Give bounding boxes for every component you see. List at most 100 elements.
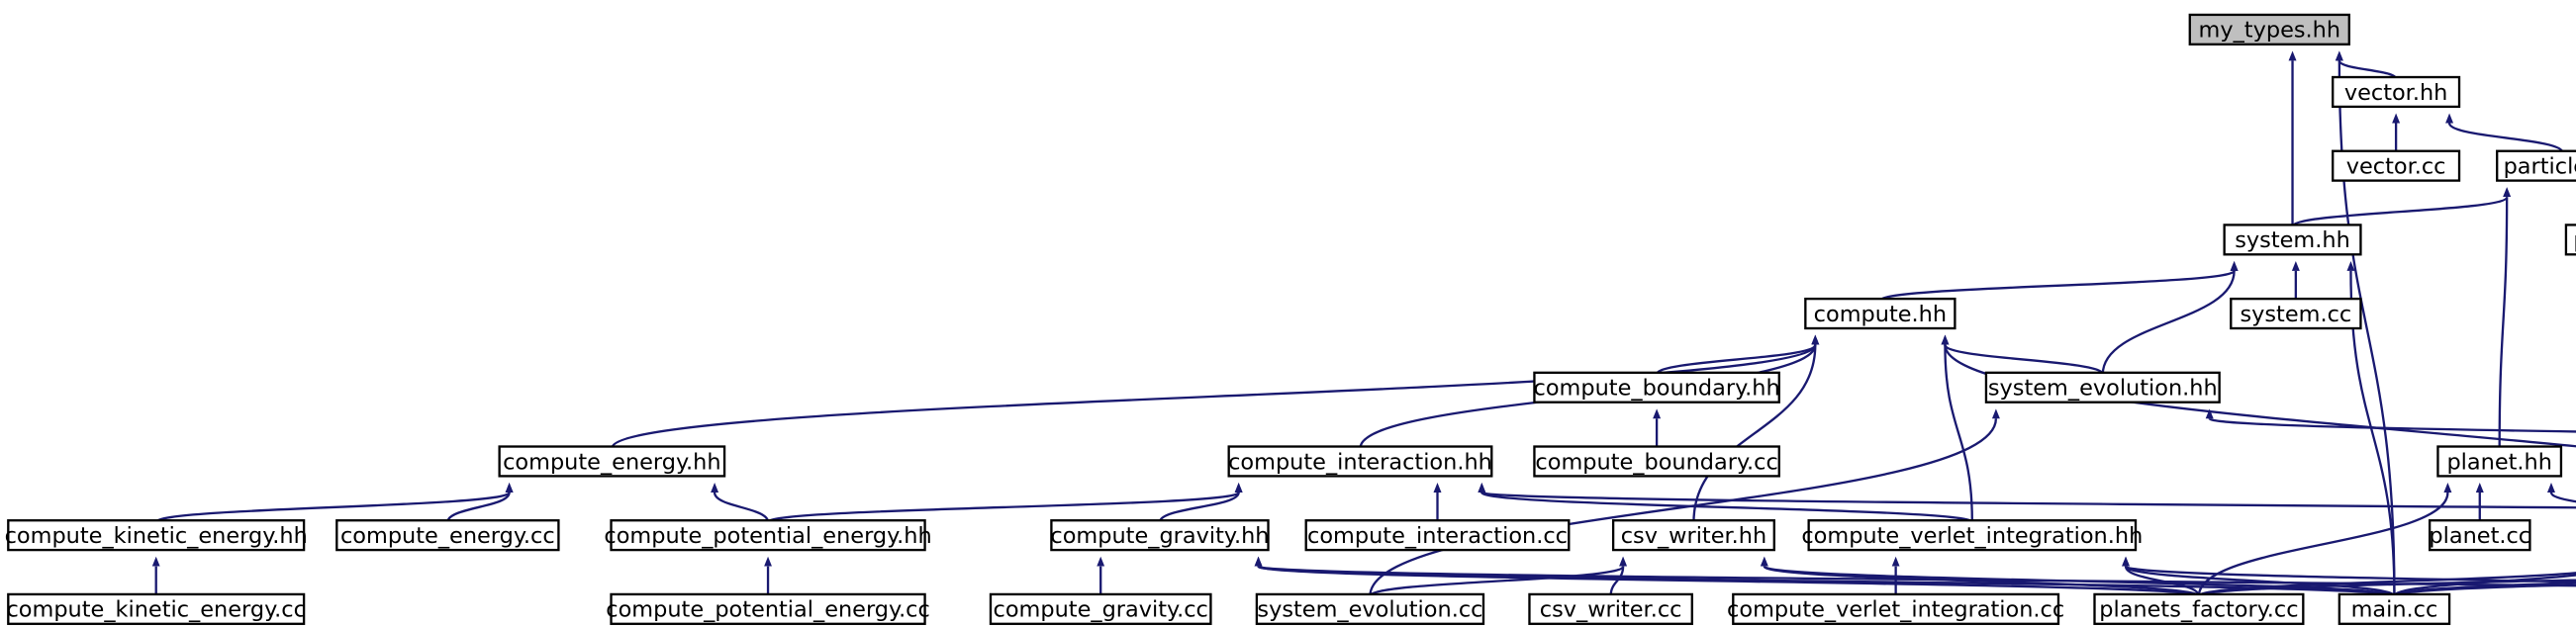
node-box (2093, 592, 2305, 625)
node-box (2428, 519, 2531, 552)
node-label: compute_verlet_integration.cc (1727, 597, 2064, 623)
node-vector-cc[interactable]: vector.cc (2332, 149, 2461, 182)
node-label: system.cc (2240, 302, 2351, 327)
node-box (1050, 519, 1270, 552)
node-label: compute_potential_energy.cc (606, 597, 930, 623)
node-box (2564, 224, 2576, 256)
edge-system_evolution_cc-to-system_evolution_hh (1369, 408, 2000, 596)
node-label: particle.cc (2573, 227, 2576, 253)
edge-planets_factory_cc-to-compute_verlet_integration_hh (2122, 556, 2201, 597)
edge-planets_factory_hh-to-planet_hh (2546, 483, 2576, 503)
node-label: csv_writer.hh (1621, 523, 1766, 549)
node-compute-interaction-hh[interactable]: compute_interaction.hh (1227, 445, 1493, 478)
node-box (1984, 371, 2221, 404)
node-box (2230, 297, 2362, 330)
node-box (2337, 592, 2451, 625)
node-label: compute_boundary.cc (1535, 449, 1777, 475)
node-box (7, 592, 306, 625)
node-compute-gravity-cc[interactable]: compute_gravity.cc (989, 592, 1212, 625)
node-compute-potential-energy-cc[interactable]: compute_potential_energy.cc (606, 592, 930, 625)
node-compute-interaction-cc[interactable]: compute_interaction.cc (1304, 519, 1571, 552)
node-my-types-hh[interactable]: my_types.hh (2188, 13, 2350, 45)
node-label: system.hh (2235, 227, 2350, 253)
edge-planet_hh-to-particle_hh (2498, 187, 2512, 449)
node-system-evolution-hh[interactable]: system_evolution.hh (1984, 371, 2221, 404)
edge-main_cc-to-compute_verlet_integration_hh (2122, 556, 2396, 597)
node-box (1533, 371, 1780, 404)
node-planet-hh[interactable]: planet.hh (2436, 445, 2563, 478)
node-csv-writer-cc[interactable]: csv_writer.cc (1528, 592, 1693, 625)
node-box (1611, 519, 1775, 552)
node-label: compute_gravity.hh (1050, 523, 1269, 549)
node-box (1304, 519, 1571, 552)
node-compute-boundary-cc[interactable]: compute_boundary.cc (1533, 445, 1780, 478)
node-box (2188, 13, 2350, 45)
node-compute-boundary-hh[interactable]: compute_boundary.hh (1533, 371, 1780, 404)
node-particle-hh[interactable]: particle.hh (2496, 149, 2576, 182)
node-planet-cc[interactable]: planet.cc (2428, 519, 2531, 552)
node-box (498, 445, 726, 478)
node-compute-verlet-integration-cc[interactable]: compute_verlet_integration.cc (1727, 592, 2064, 625)
node-box (610, 519, 926, 552)
node-box (2332, 149, 2461, 182)
node-label: main.cc (2351, 597, 2438, 623)
node-system-evolution-cc[interactable]: system_evolution.cc (1255, 592, 1485, 625)
edge-compute_boundary_hh-to-compute_hh (1655, 334, 1820, 376)
node-box (989, 592, 1212, 625)
edge-csv_reader_hh-to-compute_hh (1941, 334, 2576, 448)
edge-particles_factory_interface_hh-to-system_evolution_hh (2205, 408, 2576, 433)
edge-system_evolution_hh-to-system_hh (2101, 260, 2239, 375)
node-particle-cc[interactable]: particle.cc (2564, 224, 2576, 256)
node-box (2223, 224, 2362, 256)
node-box (2332, 75, 2461, 109)
edge-compute_energy_cc-to-compute_energy_hh (446, 483, 514, 523)
node-label: vector.hh (2344, 80, 2448, 106)
node-compute-hh[interactable]: compute.hh (1804, 297, 1956, 330)
edge-layer (151, 50, 2576, 597)
node-label: csv_writer.cc (1540, 597, 1682, 623)
node-compute-kinetic-energy-hh[interactable]: compute_kinetic_energy.hh (5, 519, 308, 552)
node-planets-factory-cc[interactable]: planets_factory.cc (2093, 592, 2305, 625)
node-label: planet.cc (2429, 523, 2530, 549)
node-compute-potential-energy-hh[interactable]: compute_potential_energy.hh (604, 519, 932, 552)
node-compute-gravity-hh[interactable]: compute_gravity.hh (1050, 519, 1270, 552)
node-vector-hh[interactable]: vector.hh (2332, 75, 2461, 109)
edge-compute_potential_energy_hh-to-compute_energy_hh (711, 483, 770, 523)
node-label: compute_verlet_integration.hh (1801, 523, 2143, 549)
node-layer: my_types.hh vector.hh vector.cc particle.hh… (5, 13, 2576, 625)
node-system-hh[interactable]: system.hh (2223, 224, 2362, 256)
node-box (1732, 592, 2060, 625)
edge-compute_verlet_integration_hh-to-compute_interaction_hh (1478, 483, 1973, 523)
node-label: system_evolution.hh (1988, 376, 2218, 402)
node-box (7, 519, 306, 552)
node-compute-energy-hh[interactable]: compute_energy.hh (498, 445, 726, 478)
edge-compute_verlet_integration_hh-to-compute_hh (1941, 334, 1973, 522)
edge-particle_hh-to-vector_hh (2445, 113, 2564, 153)
node-compute-verlet-integration-hh[interactable]: compute_verlet_integration.hh (1801, 519, 2143, 552)
node-label: system_evolution.cc (1257, 597, 1482, 623)
node-label: planet.hh (2446, 449, 2551, 475)
node-system-cc[interactable]: system.cc (2230, 297, 2362, 330)
edge-compute_kinetic_energy_hh-to-compute_energy_hh (154, 483, 514, 523)
node-csv-writer-hh[interactable]: csv_writer.hh (1611, 519, 1775, 552)
node-label: compute_energy.hh (503, 449, 720, 475)
edge-system_hh-to-particle_hh (2291, 187, 2512, 228)
node-box (1807, 519, 2138, 552)
node-label: my_types.hh (2199, 18, 2341, 44)
node-main-cc[interactable]: main.cc (2337, 592, 2451, 625)
node-compute-energy-cc[interactable]: compute_energy.cc (335, 519, 560, 552)
node-label: compute_interaction.cc (1307, 523, 1568, 549)
node-box (1227, 445, 1493, 478)
node-box (2436, 445, 2563, 478)
node-compute-kinetic-energy-cc[interactable]: compute_kinetic_energy.cc (6, 592, 306, 625)
node-label: compute_potential_energy.hh (604, 523, 931, 549)
node-label: compute.hh (1814, 302, 1947, 327)
edge-compute_hh-to-system_hh (1878, 260, 2239, 302)
edge-csv_writer_hh-to-compute_hh (1692, 334, 1820, 522)
node-label: compute_energy.cc (340, 523, 555, 549)
node-box (1528, 592, 1693, 625)
node-label: compute_kinetic_energy.cc (6, 597, 305, 623)
node-box (610, 592, 926, 625)
node-box (335, 519, 560, 552)
